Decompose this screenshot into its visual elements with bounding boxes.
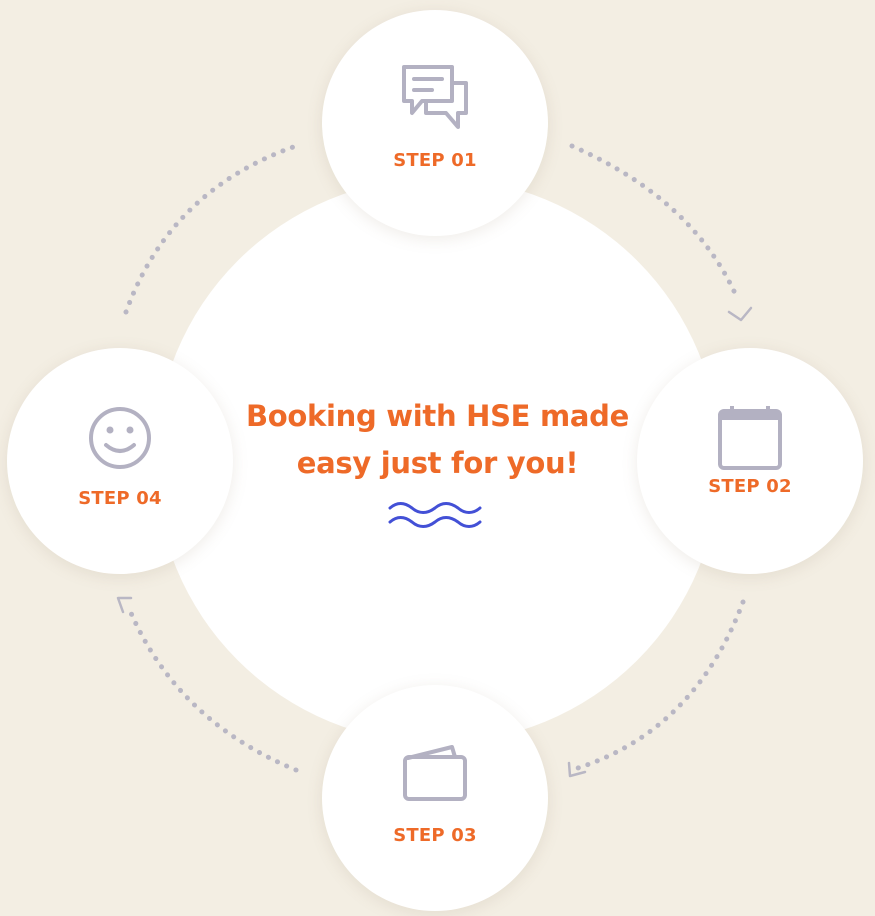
wallet-icon: [403, 745, 467, 801]
arrowhead-to-step-04: [116, 596, 133, 614]
headline-line-1: Booking with HSE made: [246, 399, 629, 433]
connector-arc-4-1: [123, 143, 299, 315]
wave-divider-icon: [388, 502, 482, 528]
connector-arc-1-2: [569, 143, 741, 303]
step-04-circle: STEP 04: [7, 348, 233, 574]
connector-arc-2-3: [575, 599, 746, 771]
smiley-face-icon: [89, 407, 151, 469]
step-01-circle: STEP 01: [322, 10, 548, 236]
step-02-circle: STEP 02: [637, 348, 863, 574]
step-03-circle: STEP 03: [322, 685, 548, 911]
chat-bubbles-icon: [402, 65, 468, 129]
arrowhead-to-step-02: [727, 306, 753, 322]
step-02-label: STEP 02: [708, 476, 792, 497]
central-circle: [155, 178, 720, 743]
calendar-icon: [718, 406, 782, 470]
arrowhead-to-step-03: [567, 761, 587, 778]
step-03-label: STEP 03: [393, 825, 477, 846]
connector-arc-3-4: [125, 603, 299, 773]
step-01-label: STEP 01: [393, 150, 477, 171]
step-04-label: STEP 04: [78, 488, 162, 509]
headline-line-2: easy just for you!: [296, 446, 579, 480]
headline: Booking with HSE made easy just for you!: [215, 393, 660, 487]
